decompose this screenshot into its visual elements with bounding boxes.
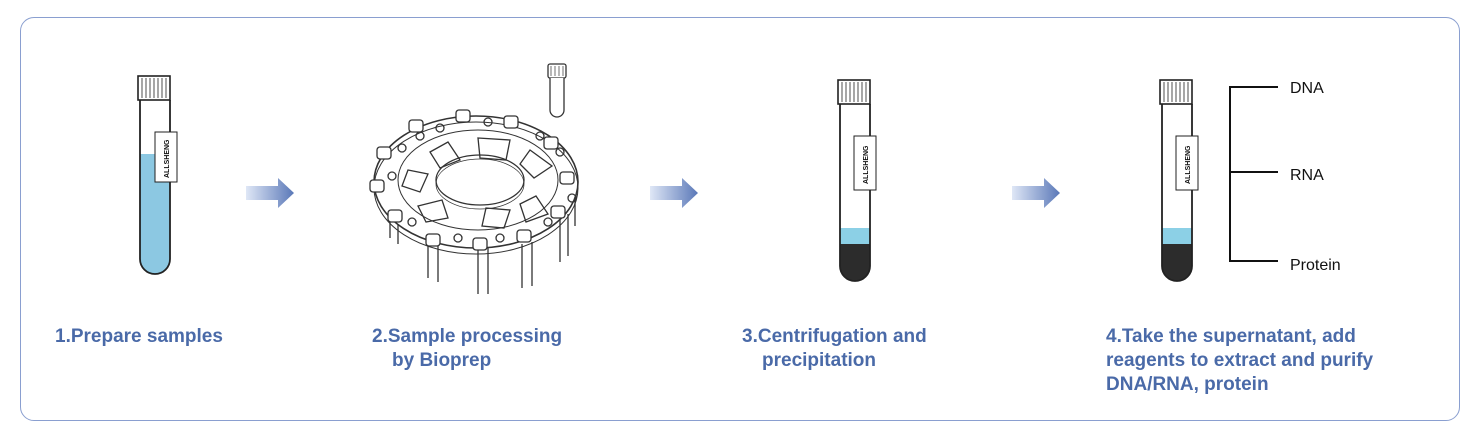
step-3-line-1: 3.Centrifugation and — [742, 326, 927, 347]
step-3-line-2: precipitation — [762, 350, 877, 371]
step-4-line-1: 4.Take the supernatant, add — [1106, 326, 1356, 347]
step-4-line-3: DNA/RNA, protein — [1106, 374, 1269, 395]
tube-brand-label: ALLSHENG — [863, 145, 870, 184]
output-label-rna: RNA — [1290, 167, 1324, 184]
output-label-dna: DNA — [1290, 80, 1324, 97]
output-label-protein: Protein — [1290, 257, 1341, 274]
step-2-line-1: 2.Sample processing — [372, 326, 563, 347]
sample-tube-icon: ALLSHENG — [137, 75, 178, 275]
step-4-label: 4.Take the supernatant, add reagents to … — [1106, 325, 1373, 397]
diagram-frame — [20, 17, 1460, 421]
step-2-line-2: by Bioprep — [392, 350, 492, 371]
bioprep-rotor-icon — [369, 63, 579, 294]
tube-brand-label: ALLSHENG — [1185, 145, 1192, 184]
step-1-label: 1.Prepare samples — [55, 325, 223, 349]
step-1-line-1: 1.Prepare samples — [55, 326, 223, 347]
arrow-2-icon — [650, 178, 698, 208]
extraction-tube-icon: ALLSHENG — [1159, 79, 1199, 282]
centrifuged-tube-icon: ALLSHENG — [837, 79, 877, 282]
arrow-1-icon — [246, 178, 294, 208]
step-3-label: 3.Centrifugation and precipitation — [742, 325, 927, 373]
step-4-line-2: reagents to extract and purify — [1106, 350, 1374, 371]
step-2-label: 2.Sample processing by Bioprep — [372, 325, 562, 373]
arrow-3-icon — [1012, 178, 1060, 208]
tube-brand-label: ALLSHENG — [164, 139, 171, 178]
output-bracket — [1229, 86, 1278, 262]
